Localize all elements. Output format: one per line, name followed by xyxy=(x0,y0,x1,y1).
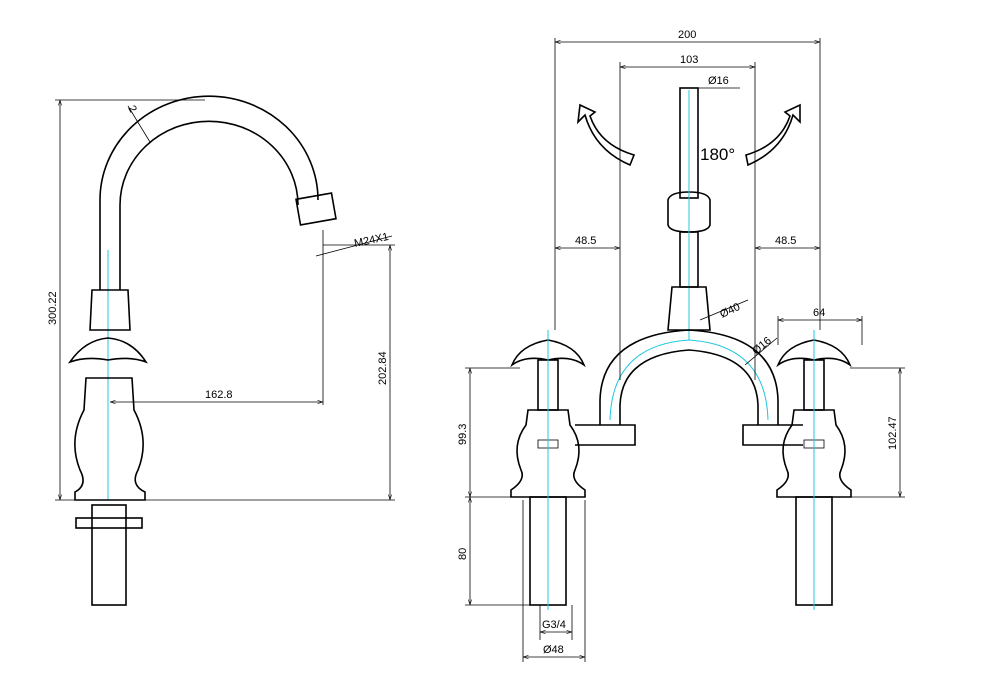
reach-label: 162.8 xyxy=(205,389,233,401)
side-shank xyxy=(91,504,127,606)
left-valve-height-label: 99.3 xyxy=(457,424,469,445)
side-handle xyxy=(67,337,148,364)
spout-collar xyxy=(89,289,131,331)
handle-width-label: 64 xyxy=(813,307,825,319)
side-view: 300.22 202.84 162.8 M24X1 2 xyxy=(47,95,395,606)
left-cross-handle xyxy=(510,339,586,368)
right-valve xyxy=(776,330,852,610)
left-offset-label: 48.5 xyxy=(575,235,596,247)
aerator xyxy=(295,192,337,226)
spout-knuckle xyxy=(667,191,711,233)
bridge-outer xyxy=(599,329,779,425)
bridge-inner xyxy=(619,349,759,425)
thread-label: G3/4 xyxy=(542,619,566,631)
shank-length-label: 80 xyxy=(457,548,469,560)
spout-offset-label: 103 xyxy=(680,54,698,66)
spout-inner xyxy=(119,120,299,290)
bridge-tube-diameter-label: Ø16 xyxy=(750,335,774,358)
spout-outer xyxy=(99,95,319,290)
overall-width-label: 200 xyxy=(678,29,696,41)
outlet-height-label: 202.84 xyxy=(377,351,389,385)
rotation-label: 180° xyxy=(700,145,735,164)
right-valve-height-label: 102.47 xyxy=(887,416,899,450)
aerator-thread-label: M24X1 xyxy=(353,231,390,250)
side-body xyxy=(74,377,146,501)
spout-base xyxy=(667,286,711,331)
spout-diameter-label: Ø16 xyxy=(708,75,729,87)
bridge-right-arm xyxy=(742,424,803,446)
rotate-right-arrow xyxy=(745,103,801,167)
front-view: 180° 200 103 Ø16 48.5 48.5 Ø40 Ø16 64 99… xyxy=(457,29,905,662)
overall-height-label: 300.22 xyxy=(47,291,59,325)
bridge-left-arm xyxy=(575,424,636,446)
base-diameter-label: Ø48 xyxy=(543,644,564,656)
left-valve xyxy=(510,330,586,610)
right-offset-label: 48.5 xyxy=(775,235,796,247)
rotate-left-arrow xyxy=(576,103,636,167)
wall-thickness-label: 2 xyxy=(125,104,138,115)
side-nut xyxy=(75,517,143,529)
right-cross-handle xyxy=(776,339,852,368)
